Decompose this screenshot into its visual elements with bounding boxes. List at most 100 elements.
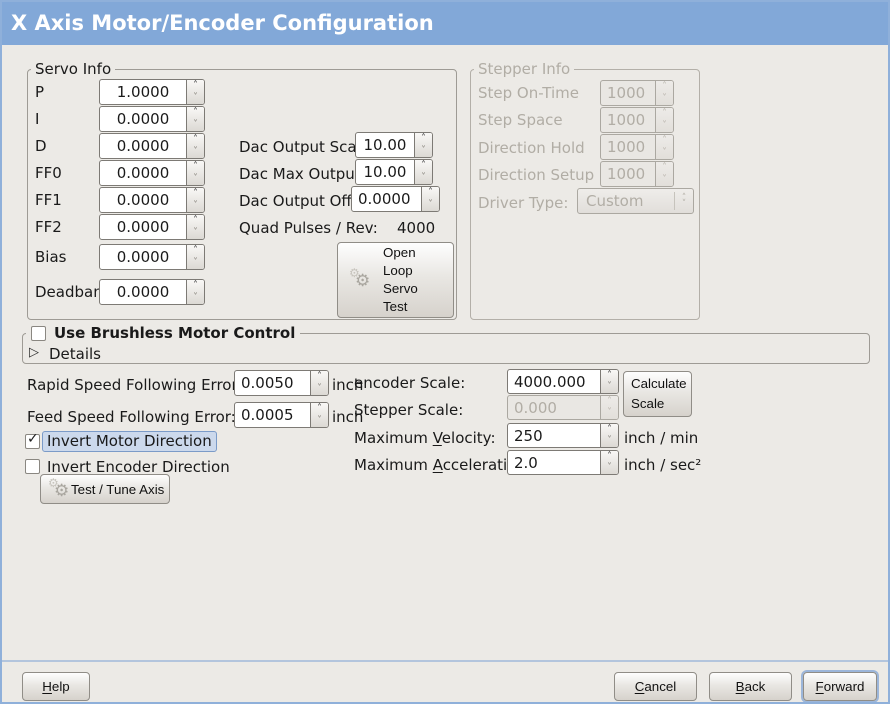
maximum-velocity-spinbox[interactable]: 250 ˄˅ — [507, 423, 619, 448]
spin-value[interactable]: 4000.000 — [514, 372, 586, 391]
spin-up-icon[interactable]: ˄ — [421, 133, 426, 144]
dac-output-scale-spinbox[interactable]: 10.00 ˄˅ — [355, 132, 433, 158]
expander-arrow-icon[interactable]: ▷ — [29, 345, 39, 360]
spin-value[interactable]: 0.0000 — [116, 218, 170, 236]
ff0-spinbox[interactable]: 0.0000 ˄˅ — [99, 160, 205, 186]
spin-down-icon[interactable]: ˅ — [421, 172, 426, 183]
spin-buttons[interactable]: ˄˅ — [186, 80, 204, 104]
spin-down-icon[interactable]: ˅ — [421, 145, 426, 156]
spin-value[interactable]: 0.0000 — [116, 137, 170, 155]
help-button[interactable]: Help — [22, 672, 90, 701]
dac-max-output-spinbox[interactable]: 10.00˄˅ — [355, 159, 433, 185]
spin-value[interactable]: 0.0000 — [116, 164, 170, 182]
spin-up-icon[interactable]: ˄ — [607, 450, 612, 462]
spin-up-icon[interactable]: ˄ — [317, 403, 322, 414]
spin-up-icon[interactable]: ˄ — [662, 108, 667, 119]
spin-down-icon[interactable]: ˅ — [193, 227, 198, 238]
spin-down-icon[interactable]: ˅ — [193, 146, 198, 157]
spin-up-icon[interactable]: ˄ — [193, 188, 198, 199]
spin-buttons[interactable]: ˄˅ — [310, 371, 328, 395]
invert-encoder-label[interactable]: Invert Encoder Direction — [47, 458, 230, 476]
spin-down-icon[interactable]: ˅ — [607, 435, 612, 447]
spin-value[interactable]: 1000 — [607, 138, 646, 156]
cancel-button[interactable]: Cancel — [614, 672, 697, 701]
bias-spinbox[interactable]: 0.0000 ˄˅ — [99, 244, 205, 270]
spin-value[interactable]: 0.0050 — [241, 374, 294, 392]
i-spinbox[interactable]: 0.0000 ˄˅ — [99, 106, 205, 132]
spin-buttons[interactable]: ˄˅ — [655, 162, 673, 186]
spin-up-icon[interactable]: ˄ — [193, 161, 198, 172]
spin-buttons[interactable]: ˄˅ — [600, 424, 618, 447]
spin-value[interactable]: 250 — [514, 426, 543, 445]
spin-value[interactable]: 1000 — [607, 111, 646, 129]
spin-down-icon[interactable]: ˅ — [193, 200, 198, 211]
maximum-acceleration-spinbox[interactable]: 2.0 ˄˅ — [507, 450, 619, 475]
spin-buttons[interactable]: ˄˅ — [655, 81, 673, 105]
open-loop-servo-test-button[interactable]: ⚙ ⚙ Open Loop Servo Test — [337, 242, 454, 318]
spin-up-icon[interactable]: ˄ — [317, 371, 322, 382]
spin-up-icon[interactable]: ˄ — [607, 369, 612, 381]
spin-value[interactable]: 2.0 — [514, 453, 538, 472]
spin-up-icon[interactable]: ˄ — [193, 215, 198, 226]
spin-down-icon[interactable]: ˅ — [193, 257, 198, 268]
spin-down-icon[interactable]: ˅ — [317, 383, 322, 394]
spin-down-icon[interactable]: ˅ — [317, 415, 322, 426]
spin-buttons[interactable]: ˄˅ — [186, 134, 204, 158]
spin-up-icon[interactable]: ˄ — [193, 280, 198, 291]
spin-down-icon[interactable]: ˅ — [662, 120, 667, 131]
spin-value[interactable]: 0.0005 — [241, 406, 294, 424]
spin-buttons[interactable]: ˄˅ — [600, 396, 618, 419]
spin-up-icon[interactable]: ˄ — [662, 135, 667, 146]
spin-buttons[interactable]: ˄˅ — [655, 108, 673, 132]
spin-up-icon[interactable]: ˄ — [662, 81, 667, 92]
spin-down-icon[interactable]: ˅ — [193, 292, 198, 303]
spin-down-icon[interactable]: ˅ — [662, 93, 667, 104]
invert-motor-checkbox[interactable]: ✓ — [25, 431, 40, 449]
spin-buttons[interactable]: ˄˅ — [414, 160, 432, 184]
spin-value[interactable]: 1.0000 — [116, 83, 170, 101]
spin-buttons[interactable]: ˄˅ — [186, 188, 204, 212]
deadband-spinbox[interactable]: 0.0000˄˅ — [99, 279, 205, 305]
feed-following-error-spinbox[interactable]: 0.0005 ˄˅ — [234, 402, 329, 428]
spin-value[interactable]: 1000 — [607, 165, 646, 183]
spin-buttons[interactable]: ˄˅ — [186, 245, 204, 269]
ff2-spinbox[interactable]: 0.0000 ˄˅ — [99, 214, 205, 240]
spin-buttons[interactable]: ˄˅ — [186, 280, 204, 304]
calculate-scale-button[interactable]: Calculate Scale — [623, 371, 692, 417]
spin-buttons[interactable]: ˄˅ — [414, 133, 432, 157]
spin-down-icon[interactable]: ˅ — [193, 119, 198, 130]
spin-value[interactable]: 0.0000 — [116, 110, 170, 128]
spin-buttons[interactable]: ˄˅ — [186, 107, 204, 131]
rapid-following-error-spinbox[interactable]: 0.0050 ˄˅ — [234, 370, 329, 396]
back-button[interactable]: Back — [709, 672, 792, 701]
spin-value[interactable]: 0.0000 — [358, 190, 411, 208]
spin-up-icon[interactable]: ˄ — [193, 80, 198, 91]
spin-buttons[interactable]: ˄˅ — [186, 215, 204, 239]
spin-up-icon[interactable]: ˄ — [607, 423, 612, 435]
spin-value[interactable]: 0.0000 — [116, 191, 170, 209]
spin-up-icon[interactable]: ˄ — [193, 245, 198, 256]
spin-buttons[interactable]: ˄˅ — [421, 187, 439, 211]
invert-encoder-checkbox[interactable] — [25, 459, 40, 474]
spin-buttons[interactable]: ˄˅ — [600, 370, 618, 393]
spin-up-icon[interactable]: ˄ — [193, 107, 198, 118]
spin-buttons[interactable]: ˄˅ — [655, 135, 673, 159]
invert-motor-label[interactable]: Invert Motor Direction — [42, 431, 217, 452]
spin-value[interactable]: 10.00 — [363, 136, 407, 154]
spin-down-icon[interactable]: ˅ — [662, 174, 667, 185]
test-tune-axis-button[interactable]: ⚙ ⚙ Test / Tune Axis — [40, 474, 170, 504]
use-brushless-checkbox[interactable] — [31, 325, 46, 341]
spin-down-icon[interactable]: ˅ — [607, 407, 612, 419]
spin-buttons[interactable]: ˄˅ — [186, 161, 204, 185]
spin-value[interactable]: 1000 — [607, 84, 646, 102]
spin-value[interactable]: 0.0000 — [116, 248, 170, 266]
spin-value[interactable]: 0.000 — [514, 398, 557, 417]
spin-down-icon[interactable]: ˅ — [607, 462, 612, 474]
spin-up-icon[interactable]: ˄ — [607, 395, 612, 407]
spin-down-icon[interactable]: ˅ — [428, 199, 433, 210]
spin-up-icon[interactable]: ˄ — [662, 162, 667, 173]
ff1-spinbox[interactable]: 0.0000 ˄˅ — [99, 187, 205, 213]
spin-buttons[interactable]: ˄˅ — [600, 451, 618, 474]
spin-buttons[interactable]: ˄˅ — [310, 403, 328, 427]
spin-up-icon[interactable]: ˄ — [421, 160, 426, 171]
